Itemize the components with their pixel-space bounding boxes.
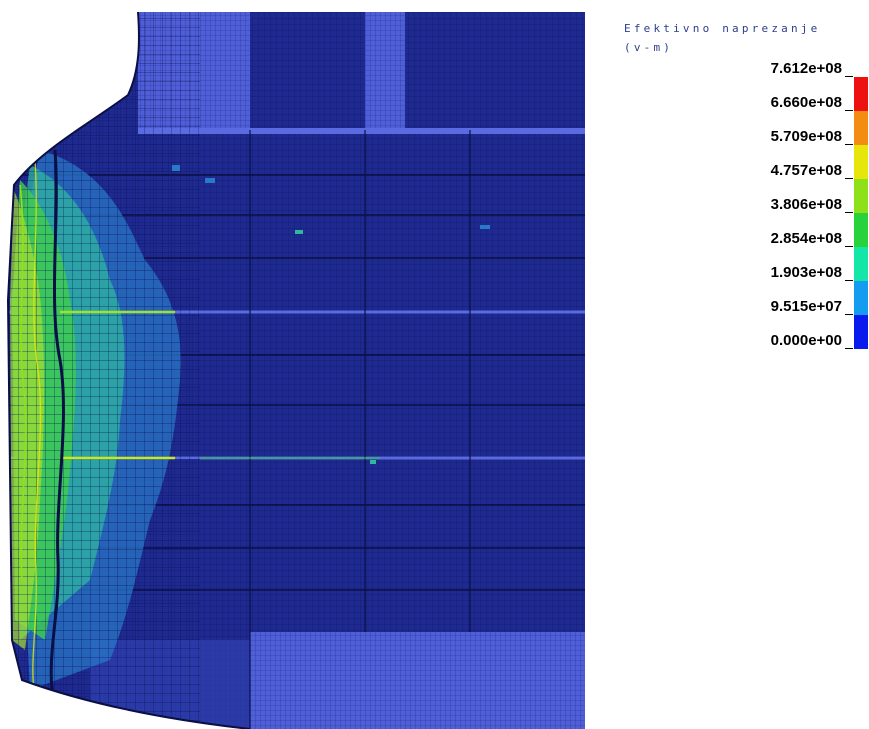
legend-level-label: 2.854e+08 (770, 230, 842, 247)
legend-tick (845, 178, 853, 179)
legend-color-swatch (854, 145, 868, 179)
fem-stress-plot[interactable] (0, 0, 600, 729)
legend-level-label: 6.660e+08 (770, 94, 842, 111)
legend-tick (845, 280, 853, 281)
legend-level-label: 4.757e+08 (770, 162, 842, 179)
legend-level-label: 9.515e+07 (770, 298, 842, 315)
stress-zone (8, 12, 380, 729)
legend-color-swatch (854, 315, 868, 349)
legend-color-swatch (854, 77, 868, 111)
legend-tick (845, 246, 853, 247)
legend-tick (845, 348, 853, 349)
legend-level-label: 3.806e+08 (770, 196, 842, 213)
legend-tick (845, 144, 853, 145)
legend-color-swatch (854, 213, 868, 247)
top-band (138, 128, 585, 134)
legend-level-label: 1.903e+08 (770, 264, 842, 281)
legend-unit: (v-m) (624, 41, 674, 54)
legend-color-swatch (854, 281, 868, 315)
legend-tick (845, 212, 853, 213)
body-outline (6, 11, 251, 729)
vertical-lines (249, 130, 471, 729)
stress-spots (172, 165, 490, 464)
legend-tick (845, 314, 853, 315)
legend-level-label: 5.709e+08 (770, 128, 842, 145)
legend-color-swatch (854, 247, 868, 281)
legend-color-swatch (854, 179, 868, 213)
legend-tick (845, 110, 853, 111)
legend-title: Efektivno naprezanje (624, 22, 821, 35)
legend-tick (845, 76, 853, 77)
legend-level-label: 0.000e+00 (770, 332, 842, 349)
fem-body (8, 12, 585, 729)
top-stripe-mesh (365, 12, 405, 130)
legend-level-label: 7.612e+08 (770, 60, 842, 77)
legend-color-swatch (854, 111, 868, 145)
bottom-panel-mesh (250, 632, 585, 729)
